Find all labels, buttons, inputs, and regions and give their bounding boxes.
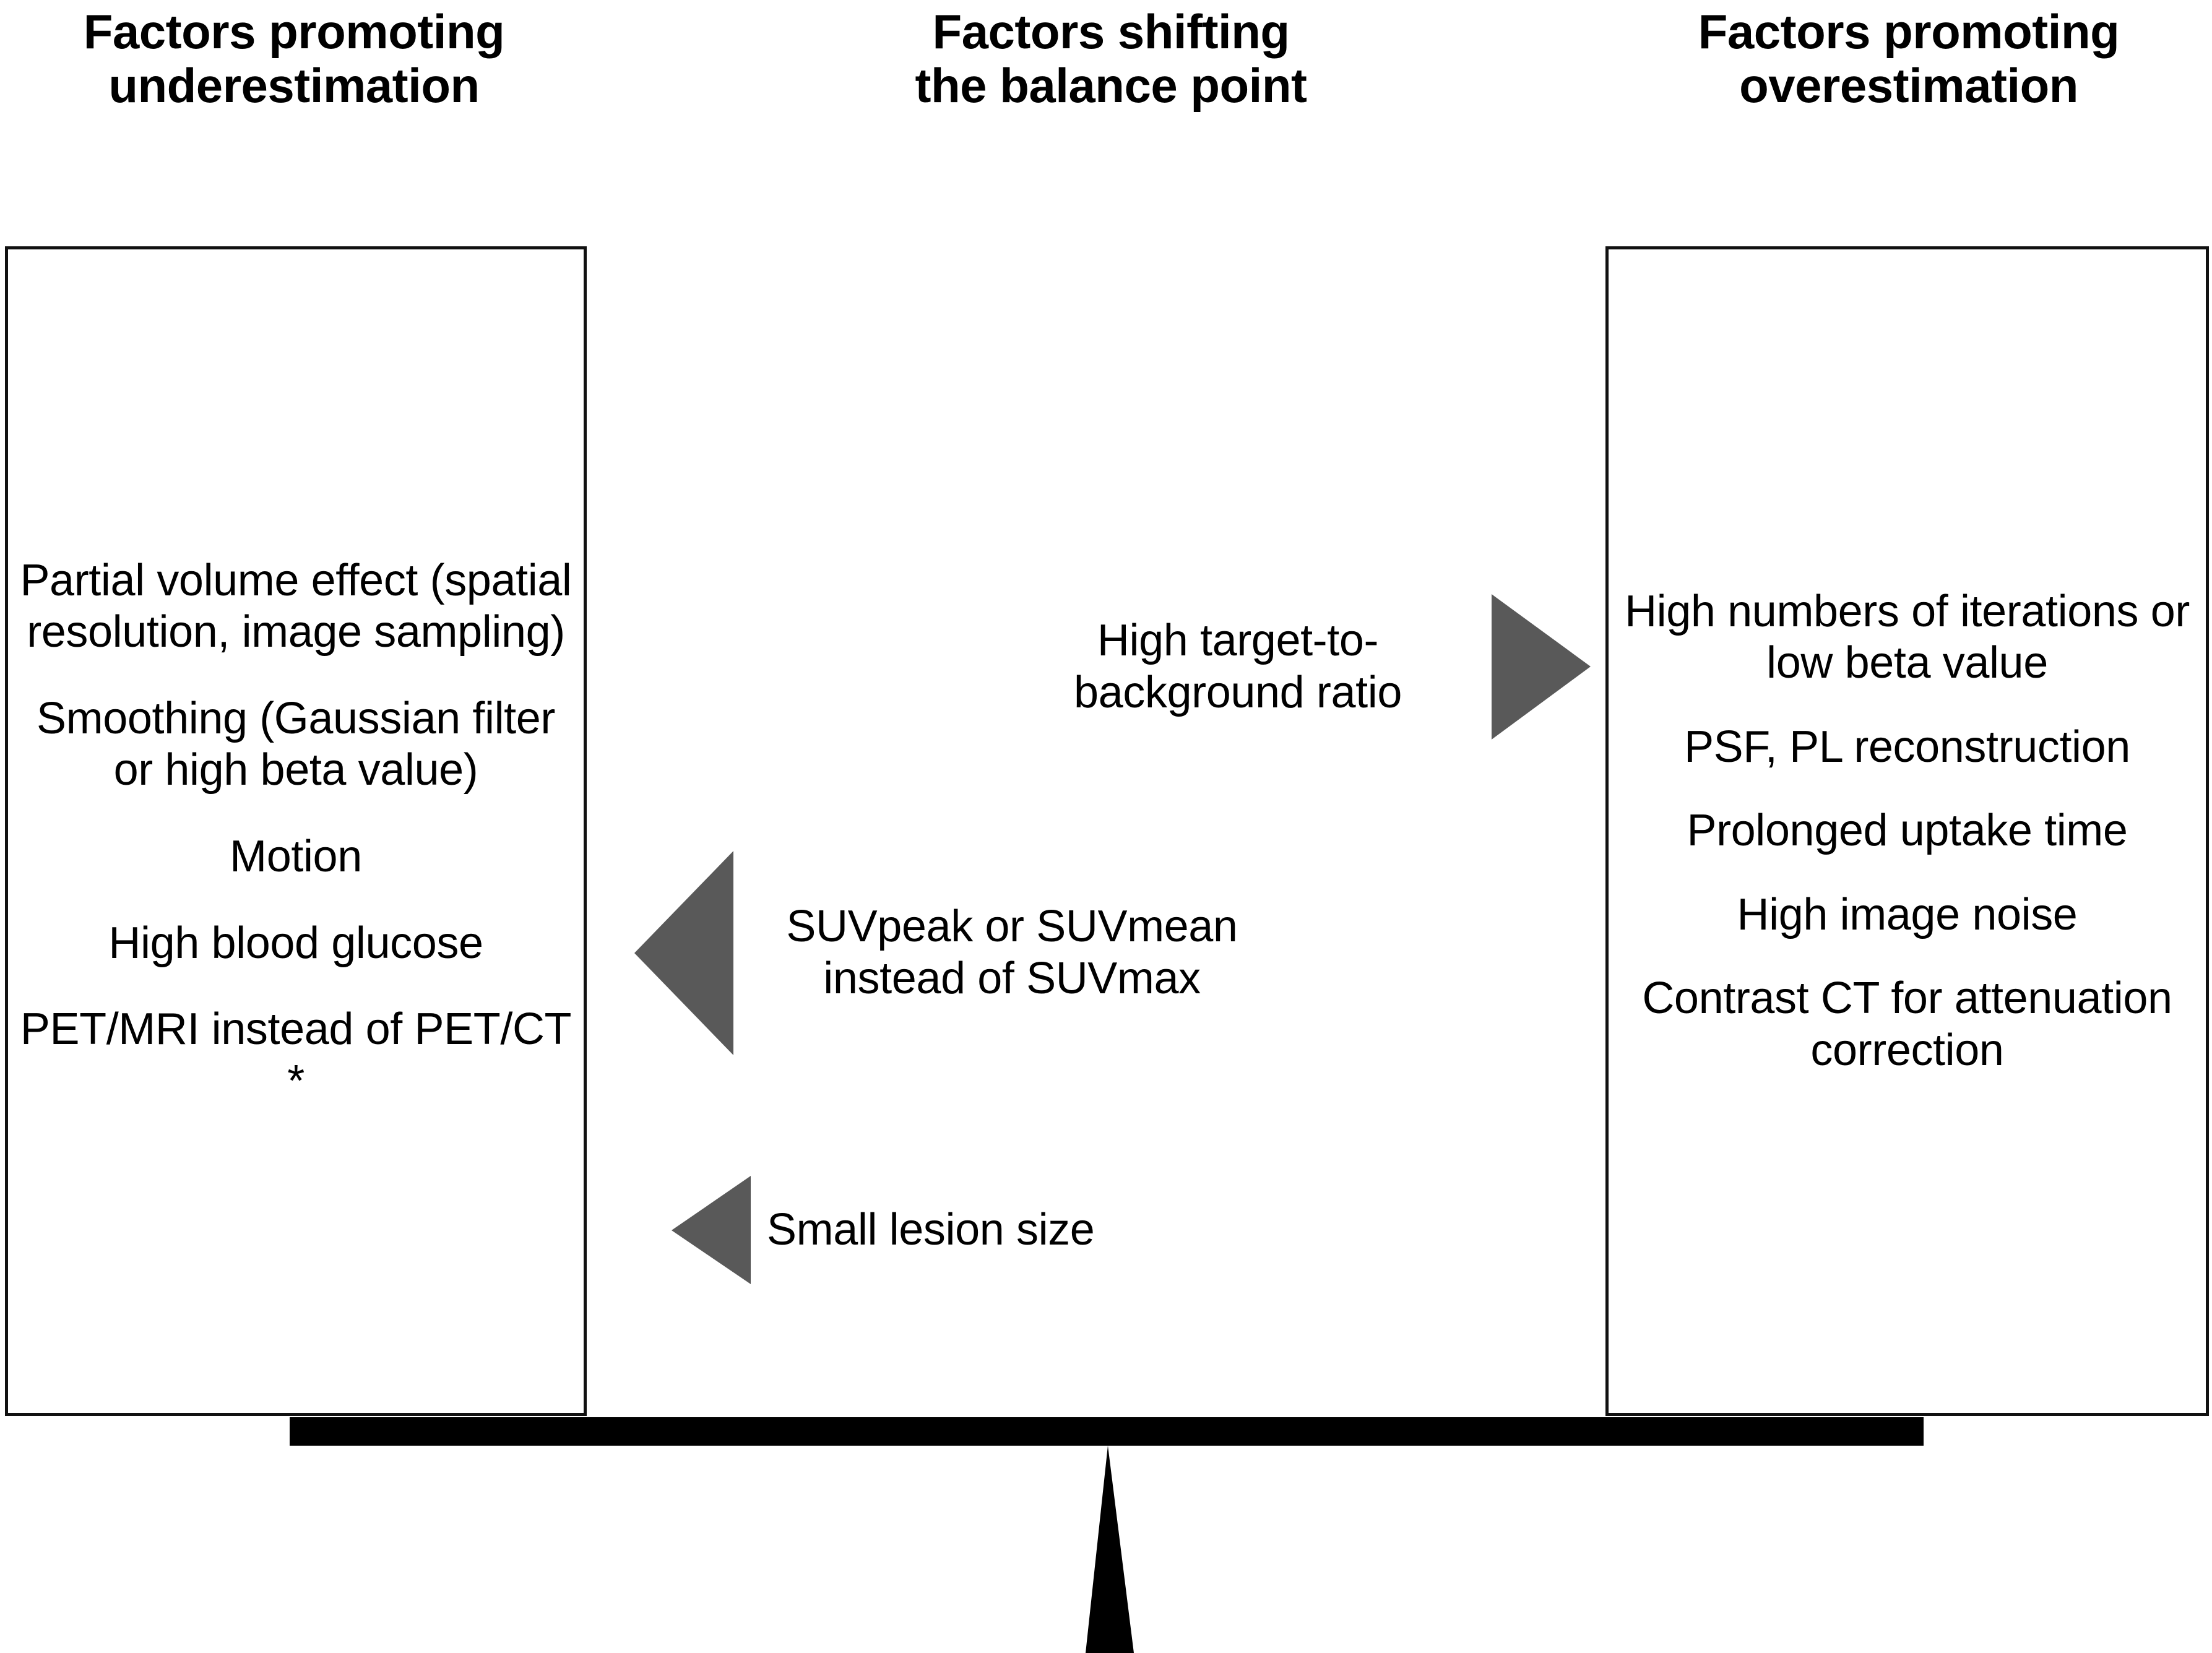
shift-row-target-to-background: High target-to-background ratio [1015,594,1591,740]
column-header-balance-point: Factors shifting the balance point [792,4,1430,113]
shift-row-suv-metric: SUVpeak or SUVmean instead of SUVmax [634,851,1309,1055]
factor-item: High blood glucose [108,918,483,968]
factor-item: Contrast CT for attenuation correction [1642,973,2172,1075]
arrow-left-icon [634,851,733,1055]
shift-row-lesion-size: Small lesion size [672,1176,1297,1284]
header-mid-line1: Factors shifting [932,4,1290,59]
header-left-line1: Factors promoting [83,4,505,59]
factor-item: PET/MRI instead of PET/CT * [20,1004,572,1106]
header-right-line1: Factors promoting [1698,4,2120,59]
column-header-overestimation: Factors promoting overestimation [1605,4,2212,113]
factor-item: Motion [230,832,362,881]
arrow-right-icon [1492,594,1591,740]
factor-item: High numbers of iterations or low beta v… [1625,586,2190,688]
overestimation-factors-box: High numbers of iterations or low beta v… [1605,246,2209,1416]
factor-item: High image noise [1737,889,2078,939]
column-header-underestimation: Factors promoting underestimation [0,4,588,113]
arrow-left-icon [672,1176,751,1284]
factor-item: Smoothing (Gaussian filter or high beta … [37,693,555,795]
underestimation-factors-box: Partial volume effect (spatial resolutio… [5,246,587,1416]
shift-label: SUVpeak or SUVmean instead of SUVmax [786,902,1238,1003]
header-left-line2: underestimation [108,58,480,113]
factor-item: Prolonged uptake time [1687,806,2128,856]
shift-label: Small lesion size [767,1204,1095,1254]
shift-label: High target-to-background ratio [1074,615,1402,717]
fulcrum-triangle-icon [1086,1446,1134,1653]
factor-item: Partial volume effect (spatial resolutio… [20,555,572,657]
factor-item: PSF, PL reconstruction [1684,722,2130,772]
header-mid-line2: the balance point [915,58,1307,113]
balance-beam [290,1417,1924,1446]
header-right-line2: overestimation [1739,58,2078,113]
